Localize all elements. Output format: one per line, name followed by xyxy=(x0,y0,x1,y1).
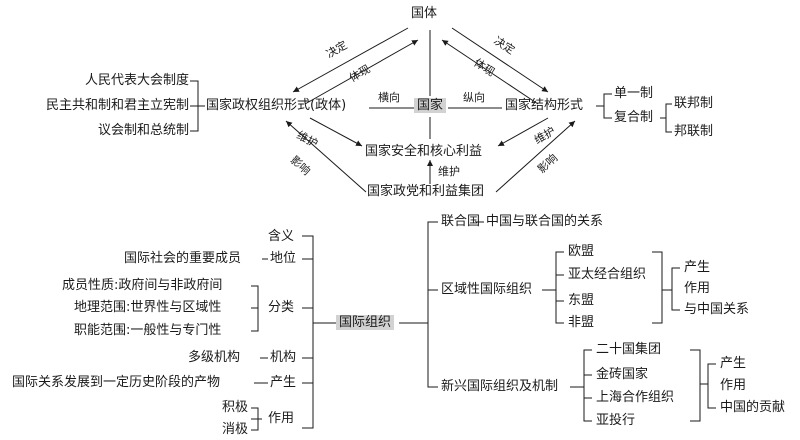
bracket-xinxing-merge xyxy=(690,349,701,422)
bracket-org-right xyxy=(427,221,438,388)
quyu-aspect-2: 作用 xyxy=(684,281,711,296)
node-jigou: 机构 xyxy=(270,350,297,365)
node-guoti: 国体 xyxy=(411,6,438,21)
bracket-org-left xyxy=(302,235,314,429)
bracket-quyu-merge xyxy=(652,251,663,324)
xinxing-aspect-3: 中国的贡献 xyxy=(720,400,786,415)
node-jiji: 积极 xyxy=(222,400,249,415)
bracket-quyu-aspects xyxy=(671,267,680,311)
regime-item-2: 民主共和制和君主立宪制 xyxy=(45,98,189,113)
node-zhineng: 职能范围:一般性与专门性 xyxy=(74,323,222,338)
label-jueding-left: 决定 xyxy=(323,38,350,61)
node-danyi: 单一制 xyxy=(614,86,654,101)
node-lianheguo-rel: 中国与联合国的关系 xyxy=(486,214,604,229)
regime-item-1: 人民代表大会制度 xyxy=(84,73,189,88)
node-jiegou: 国家结构形式 xyxy=(505,98,584,113)
arrow-zhengdang-to-zhengquan xyxy=(285,120,367,193)
quyu-item-asean: 东盟 xyxy=(568,293,595,308)
node-zhengquan: 国家政权组织形式(政体) xyxy=(206,98,347,113)
node-xiaoji: 消极 xyxy=(222,422,249,437)
node-hanyi: 含义 xyxy=(268,229,295,244)
xinxing-item-sco: 上海合作组织 xyxy=(596,390,675,405)
quyu-item-apec: 亚太经合组织 xyxy=(568,267,647,282)
node-diwei-src: 国际社会的重要成员 xyxy=(124,251,242,266)
xinxing-item-brics: 金砖国家 xyxy=(596,367,649,382)
node-banglian: 邦联制 xyxy=(674,124,714,139)
node-zuoyong: 作用 xyxy=(268,411,295,426)
bracket-xinxing-aspects xyxy=(707,363,716,409)
node-chansheng-src: 国际关系发展到一定历史阶段的产物 xyxy=(12,375,221,390)
node-fuhe: 复合制 xyxy=(614,110,654,125)
label-tixian-left: 体现 xyxy=(346,62,373,85)
xinxing-item-g20: 二十国集团 xyxy=(596,342,662,357)
node-guojia: 国家 xyxy=(414,98,447,114)
node-zhengdang: 国家政党和利益集团 xyxy=(367,184,485,199)
node-quyu: 区域性国际组织 xyxy=(441,282,533,297)
node-diwei: 地位 xyxy=(270,251,297,266)
node-xinxing: 新兴国际组织及机制 xyxy=(441,379,559,394)
bracket-xinxing-items xyxy=(583,349,592,422)
label-weihu-right: 维护 xyxy=(531,124,558,147)
node-dili: 地理范围:世界性与区域性 xyxy=(74,300,222,315)
xinxing-item-aiib: 亚投行 xyxy=(596,413,636,428)
bracket-fuhe xyxy=(665,103,672,133)
node-lianheguo: 联合国 xyxy=(441,214,481,229)
xinxing-aspect-1: 产生 xyxy=(720,356,747,371)
label-zongxiang: 纵向 xyxy=(463,91,485,104)
label-yingxiang-left: 影响 xyxy=(287,153,313,178)
label-tixian-right: 体现 xyxy=(471,56,498,80)
arrow-jiegou-to-guoti xyxy=(441,39,539,105)
arrow-zhengquan-to-anquan xyxy=(309,117,363,147)
label-weihu-left: 维护 xyxy=(294,128,320,151)
node-guoji-zuzhi: 国际组织 xyxy=(336,315,395,331)
arrow-zhengdang-to-jiegou xyxy=(495,120,576,193)
quyu-item-au: 非盟 xyxy=(568,315,595,330)
arrow-guoti-to-zhengquan xyxy=(292,27,409,93)
label-hengxiang: 横向 xyxy=(378,91,400,104)
bracket-structure xyxy=(603,93,612,119)
node-chansheng: 产生 xyxy=(270,375,297,390)
label-weihu-middle: 维护 xyxy=(438,165,460,178)
label-yingxiang-right: 影响 xyxy=(535,151,561,176)
arrow-guoti-to-jiegou xyxy=(451,27,549,93)
xinxing-aspect-2: 作用 xyxy=(720,378,747,393)
label-jueding-right: 决定 xyxy=(491,34,518,58)
arrow-zhengquan-to-guoti xyxy=(304,39,419,105)
node-xingzhi: 成员性质:政府间与非政府间 xyxy=(62,278,223,293)
quyu-item-eu: 欧盟 xyxy=(568,244,595,259)
node-jigou-src: 多级机构 xyxy=(188,350,241,365)
arrow-jiegou-to-anquan xyxy=(497,117,549,147)
node-fenlei: 分类 xyxy=(268,300,295,315)
regime-item-3: 议会制和总统制 xyxy=(97,123,189,138)
bracket-quyu-items xyxy=(555,251,564,324)
quyu-aspect-3: 与中国关系 xyxy=(684,302,750,317)
node-anquan: 国家安全和核心利益 xyxy=(365,144,483,159)
quyu-aspect-1: 产生 xyxy=(684,260,711,275)
node-lianbang: 联邦制 xyxy=(674,96,714,111)
